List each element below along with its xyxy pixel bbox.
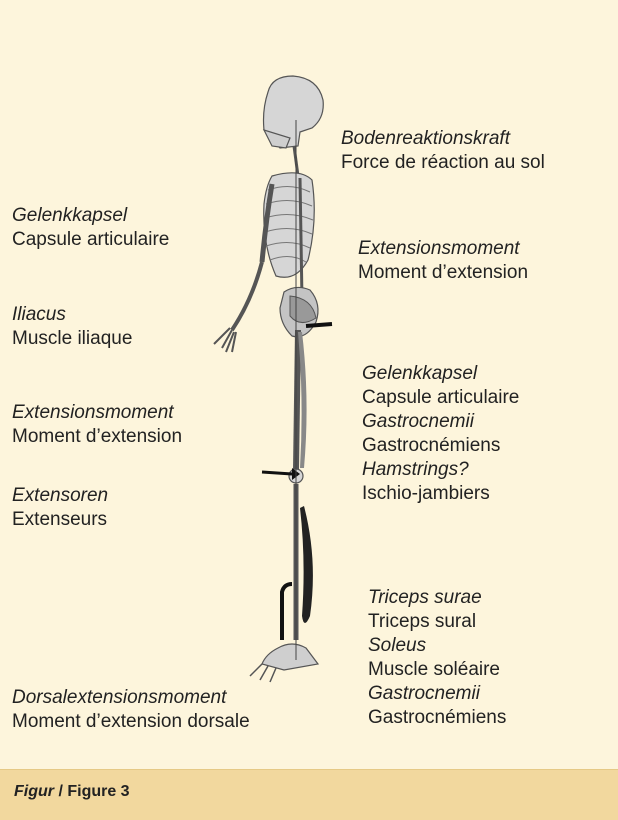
label-joint-capsule-left: Gelenkkapsel Capsule articulaire <box>12 204 169 252</box>
label-de: Gelenkkapsel <box>12 204 169 228</box>
label-fr: Force de réaction au sol <box>341 151 545 175</box>
label-de: Gastrocnemii <box>362 410 519 434</box>
label-de: Gastrocnemii <box>368 682 506 706</box>
caption-text: Figur / Figure 3 <box>14 783 130 801</box>
label-fr: Gastrocnémiens <box>362 434 519 458</box>
label-fr: Gastrocnémiens <box>368 706 506 730</box>
label-de: Extensionsmoment <box>358 237 528 261</box>
label-de: Triceps surae <box>368 586 506 610</box>
caption-label: Figure 3 <box>67 783 129 800</box>
label-de: Gelenkkapsel <box>362 362 519 386</box>
label-de: Hamstrings? <box>362 458 519 482</box>
caption-separator: / <box>54 783 67 800</box>
forearm <box>232 262 262 330</box>
label-iliacus: Iliacus Muscle iliaque <box>12 303 132 351</box>
caption-prefix: Figur <box>14 783 54 800</box>
label-fr: Triceps sural <box>368 610 506 634</box>
label-fr: Moment d’extension <box>358 261 528 285</box>
figure-panel: Bodenreaktionskraft Force de réaction au… <box>0 0 618 769</box>
label-knee-group: Gelenkkapsel Capsule articulaire Gastroc… <box>362 362 519 506</box>
label-fr: Moment d’extension <box>12 425 182 449</box>
label-fr: Moment d’extension dorsale <box>12 710 250 734</box>
label-fr: Muscle soléaire <box>368 658 506 682</box>
hip-extension-moment-arrow <box>306 324 332 326</box>
label-fr: Muscle iliaque <box>12 327 132 351</box>
label-fr: Capsule articulaire <box>362 386 519 410</box>
figure-caption: Figur / Figure 3 <box>0 769 618 820</box>
label-fr: Capsule articulaire <box>12 228 169 252</box>
label-extensors: Extensoren Extenseurs <box>12 484 108 532</box>
label-fr: Ischio-jambiers <box>362 482 519 506</box>
label-fr: Extenseurs <box>12 508 108 532</box>
ankle-moment-arrow <box>282 584 292 640</box>
skeleton-illustration <box>0 0 618 769</box>
label-extension-moment-right: Extensionsmoment Moment d’extension <box>358 237 528 285</box>
knee-force-arrow <box>262 472 292 474</box>
label-de: Iliacus <box>12 303 132 327</box>
label-dorsal-extension-moment: Dorsalextensionsmoment Moment d’extensio… <box>12 686 250 734</box>
hand <box>214 328 236 352</box>
label-de: Extensionsmoment <box>12 401 182 425</box>
label-de: Bodenreaktionskraft <box>341 127 545 151</box>
label-ankle-group: Triceps surae Triceps sural Soleus Muscl… <box>368 586 506 730</box>
label-extension-moment-left: Extensionsmoment Moment d’extension <box>12 401 182 449</box>
spine <box>300 178 302 300</box>
label-de: Dorsalextensionsmoment <box>12 686 250 710</box>
foot <box>262 644 318 670</box>
label-de: Soleus <box>368 634 506 658</box>
calf-muscle <box>300 506 313 623</box>
label-ground-reaction-force: Bodenreaktionskraft Force de réaction au… <box>341 127 545 175</box>
label-de: Extensoren <box>12 484 108 508</box>
